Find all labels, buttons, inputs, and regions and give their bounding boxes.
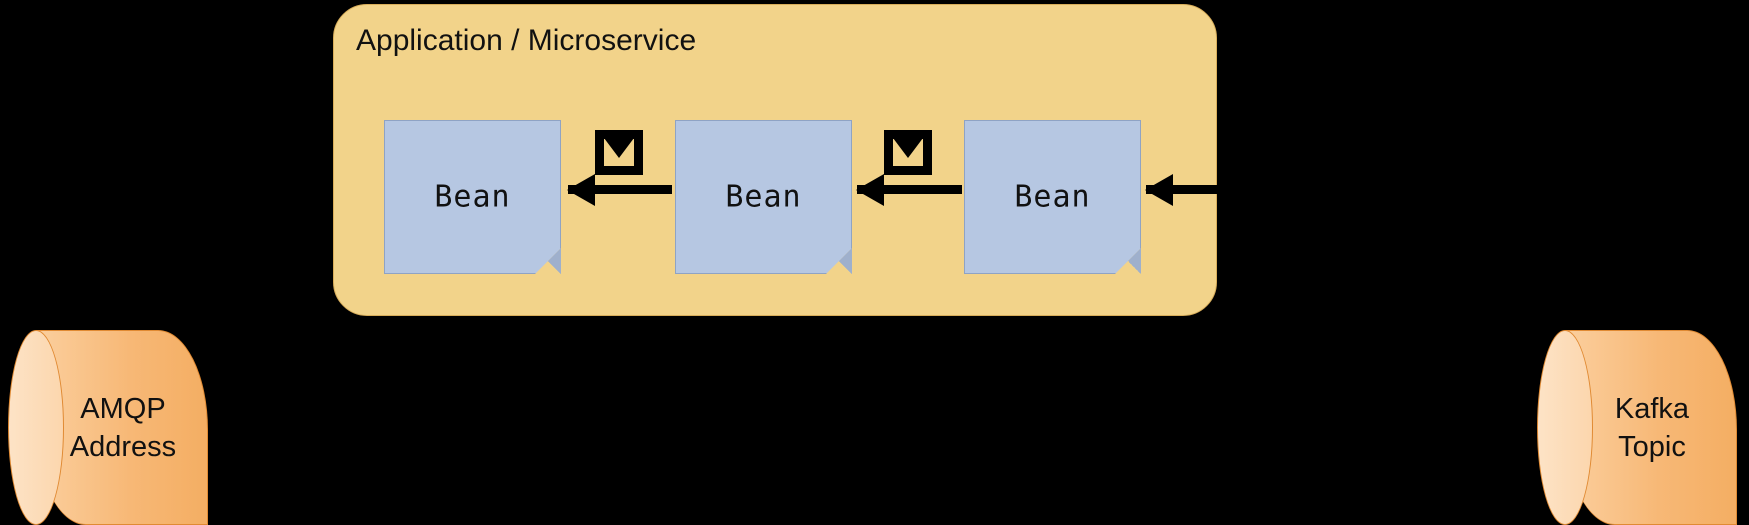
arrowhead-icon: [1145, 173, 1173, 206]
bean-label: Bean: [725, 179, 802, 215]
application-microservice-container: Application / Microservice Bean Bean: [333, 4, 1218, 316]
amqp-address-line1: AMQP: [80, 392, 166, 425]
arrow-bean2-to-bean1: [567, 173, 672, 206]
cylinder-body: [36, 330, 208, 525]
bean-node-3[interactable]: Bean: [964, 120, 1141, 274]
envelope-icon: [884, 130, 932, 175]
cylinder-cap: [8, 330, 64, 525]
arrowhead-icon: [567, 173, 595, 206]
cylinder-body: [1565, 330, 1737, 525]
envelope-flap-icon: [893, 138, 923, 158]
arrowhead-icon: [856, 173, 884, 206]
envelope-icon: [595, 130, 643, 175]
kafka-topic-cylinder[interactable]: Kafka Topic: [1537, 330, 1737, 525]
container-title: Application / Microservice: [356, 24, 697, 57]
bean-node-1[interactable]: Bean: [384, 120, 561, 274]
cylinder-cap: [1537, 330, 1593, 525]
bean-label: Bean: [1014, 179, 1091, 215]
bean-node-2[interactable]: Bean: [675, 120, 852, 274]
kafka-topic-line1: Kafka: [1614, 392, 1690, 425]
arrow-into-bean3: [1145, 173, 1218, 206]
bean-label: Bean: [434, 179, 511, 215]
envelope-flap-icon: [604, 138, 634, 158]
amqp-address-cylinder[interactable]: AMQP Address: [8, 330, 208, 525]
kafka-topic-line2: Topic: [1618, 430, 1686, 463]
arrow-bean3-to-bean2: [856, 173, 962, 206]
amqp-address-label: AMQP Address: [48, 390, 198, 466]
amqp-address-line2: Address: [69, 430, 177, 463]
kafka-topic-label: Kafka Topic: [1577, 390, 1727, 466]
